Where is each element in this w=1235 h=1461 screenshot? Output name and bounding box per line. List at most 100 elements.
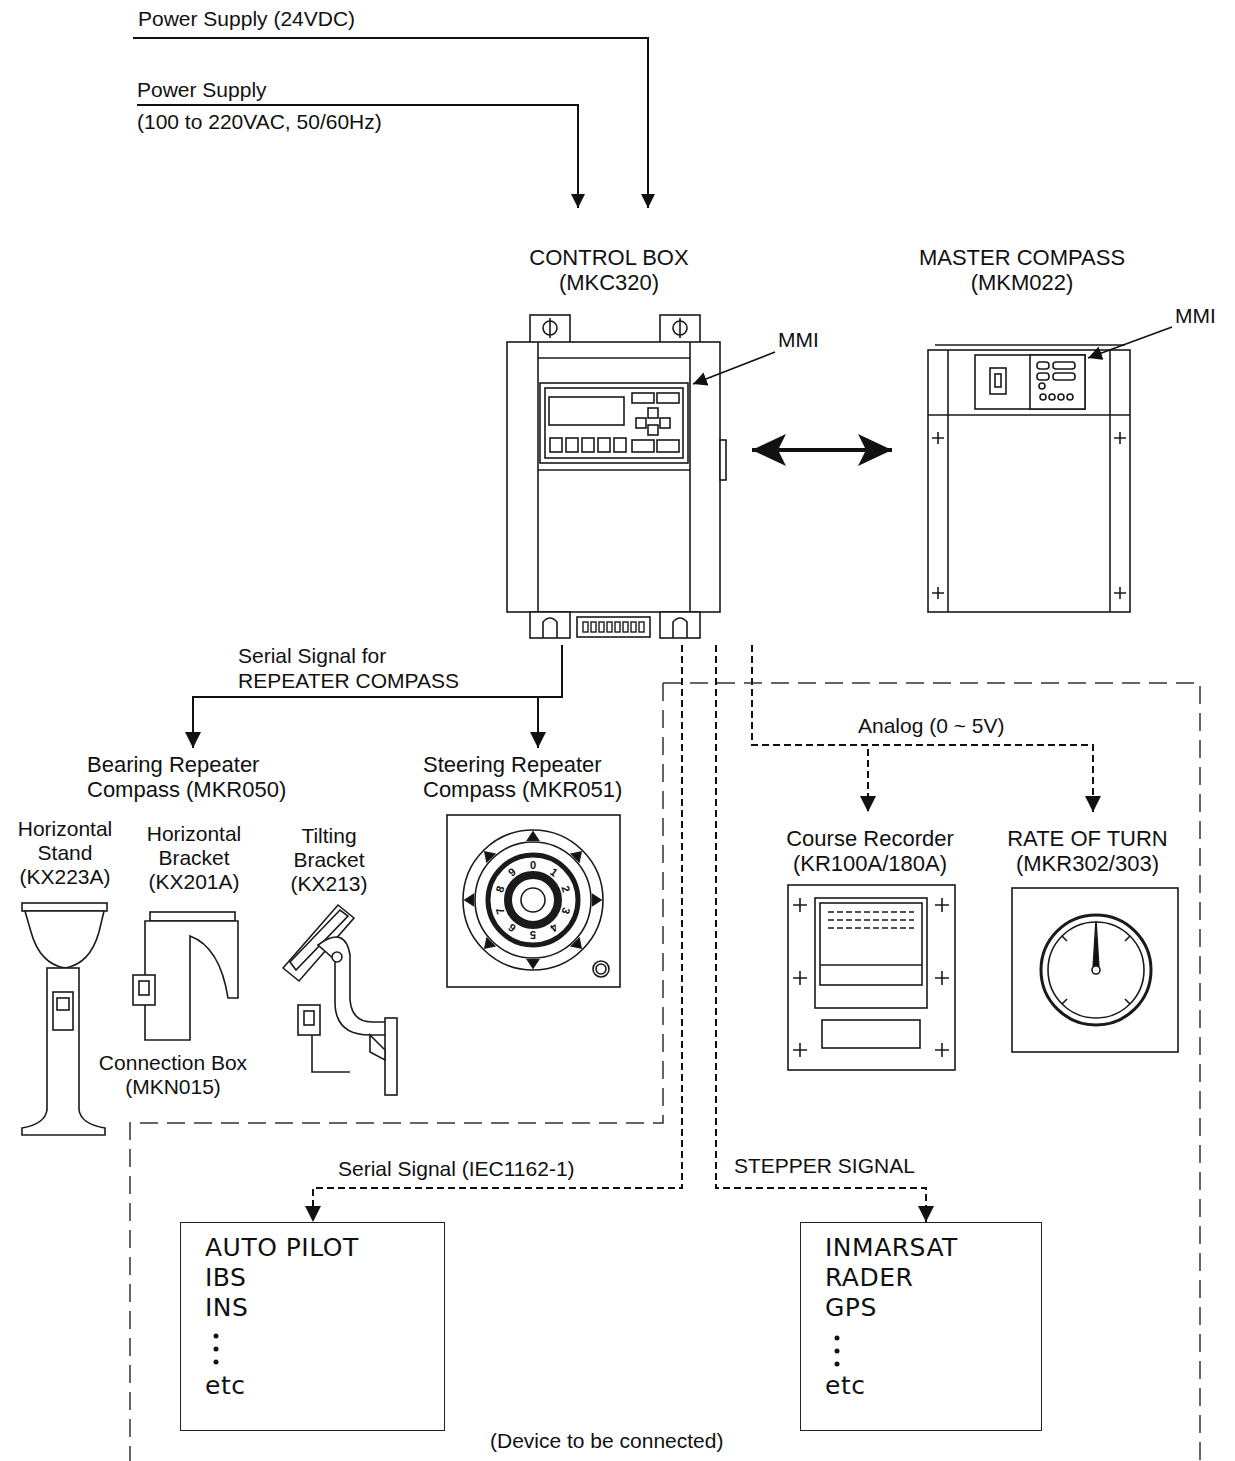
master-compass-drawing <box>1037 362 1049 369</box>
unit-title: Steering Repeater Compass (MKR051) <box>423 752 647 802</box>
control-box-drawing <box>549 397 624 425</box>
power-wire <box>133 38 648 208</box>
region-outline <box>130 683 1200 1461</box>
control-box-drawing <box>507 342 720 612</box>
unit-title: Bearing Repeater Compass (MKR050) <box>87 752 313 802</box>
control-box-drawing <box>648 408 658 418</box>
bracket-drawing <box>139 981 149 995</box>
part-label: Horizontal Stand (KX223A) <box>7 817 123 889</box>
signal-label: Analog (0 ~ 5V) <box>856 713 1007 738</box>
control-box-drawing <box>636 418 646 428</box>
device-box: INMARSATRADERGPSetc <box>800 1222 1042 1431</box>
connector-pins <box>583 622 588 632</box>
leader-line <box>1088 327 1172 358</box>
stand-drawing <box>22 903 107 1135</box>
master-compass-drawing <box>975 355 1085 409</box>
signal-connector <box>752 448 892 452</box>
control-box-drawing <box>660 315 700 345</box>
control-box-drawing <box>679 318 681 338</box>
unit-node: Course Recorder (KR100A/180A) <box>775 812 965 1072</box>
stand-drawing <box>22 903 107 911</box>
control-box-drawing <box>632 440 654 452</box>
master-compass-drawing <box>928 350 1130 612</box>
stand-drawing <box>53 992 73 1030</box>
control-box-drawing <box>720 440 726 480</box>
tilting-bracket-drawing <box>304 1011 314 1025</box>
power-label: Power Supply (24VDC) <box>138 7 355 31</box>
rate-of-turn-drawing <box>1012 888 1178 1052</box>
steering-dial-drawing <box>593 961 609 977</box>
control-box-drawing <box>577 617 650 637</box>
steering-dial-drawing <box>521 888 545 912</box>
control-box-drawing <box>566 438 578 452</box>
device-box: AUTO PILOTIBSINSetc <box>180 1222 445 1431</box>
ellipsis-dots <box>214 1347 219 1352</box>
part-label: Horizontal Bracket (KX201A) <box>136 822 252 894</box>
control-box-drawing <box>689 342 691 612</box>
device-name: AUTO PILOT <box>205 1233 444 1263</box>
dial-digit: 4 <box>545 920 562 937</box>
connector-pins <box>615 622 620 632</box>
callout-label: MMI <box>778 328 819 352</box>
master-compass-drawing <box>1053 373 1075 380</box>
ellipsis-dots <box>214 1334 840 1367</box>
steering-dial-drawing <box>596 964 606 974</box>
dial-digit: 7 <box>492 903 507 918</box>
master-compass-drawing <box>928 414 1130 416</box>
device-name: etc <box>825 1371 1041 1401</box>
signal-label: Serial Signal for REPEATER COMPASS <box>236 643 505 693</box>
course-recorder-drawing <box>820 964 922 966</box>
connector-pins <box>639 622 644 632</box>
bracket-drawing <box>133 912 238 1040</box>
course-recorder-drawing <box>822 1020 920 1048</box>
control-box-drawing <box>660 612 700 638</box>
power-label: Power Supply <box>137 78 267 102</box>
connector-pins <box>623 622 628 632</box>
ellipsis-dots <box>835 1349 840 1354</box>
tilting-bracket-drawing <box>332 952 342 962</box>
signal-connector <box>313 645 682 1222</box>
tilting-bracket-drawing <box>318 937 392 1035</box>
control-box-drawing <box>543 618 557 638</box>
tilting-bracket-drawing <box>385 1018 397 1095</box>
master-compass-drawing <box>1053 362 1075 369</box>
unit-node: CONTROL BOX (MKC320) <box>505 243 752 645</box>
connector-pins <box>591 622 596 632</box>
control-box-drawing <box>598 438 610 452</box>
connector-pins <box>599 622 604 632</box>
rate-of-turn-drawing <box>1012 888 1178 1052</box>
master-compass-drawing <box>1058 394 1064 400</box>
dial-digit: 3 <box>559 903 574 918</box>
bracket-drawing <box>133 975 155 1005</box>
device-name: GPS <box>825 1293 1041 1323</box>
control-box-drawing <box>648 425 658 435</box>
control-box-drawing <box>538 469 690 471</box>
steering-dial-drawing <box>485 852 495 862</box>
master-compass-drawing <box>1040 394 1046 400</box>
steering-dial-drawing <box>571 852 581 862</box>
bracket-drawing <box>145 921 238 1040</box>
rate-of-turn-drawing <box>1062 922 1130 1004</box>
course-recorder-drawing <box>828 912 914 928</box>
rate-of-turn-drawing <box>1093 921 1099 970</box>
dial-digit: 1 <box>545 863 562 880</box>
tilting-bracket-drawing <box>370 1035 385 1060</box>
signal-connector <box>752 645 1093 812</box>
signal-label: STEPPER SIGNAL <box>732 1153 917 1178</box>
control-box-drawing <box>549 318 551 338</box>
connector-pins <box>607 622 612 632</box>
dial-digit: 6 <box>504 920 521 937</box>
power-label: (100 to 220VAC, 50/60Hz) <box>137 110 382 134</box>
master-compass-drawing <box>932 432 1126 599</box>
steering-dial-drawing <box>485 938 495 948</box>
master-compass-drawing <box>1109 350 1111 612</box>
steering-dial-drawing <box>475 842 591 958</box>
part-label: Connection Box (MKN015) <box>83 1051 263 1099</box>
control-box-drawing <box>657 440 679 452</box>
device-name: RADER <box>825 1263 1041 1293</box>
stand-drawing <box>57 998 69 1010</box>
steering-dial-drawing <box>465 895 473 906</box>
